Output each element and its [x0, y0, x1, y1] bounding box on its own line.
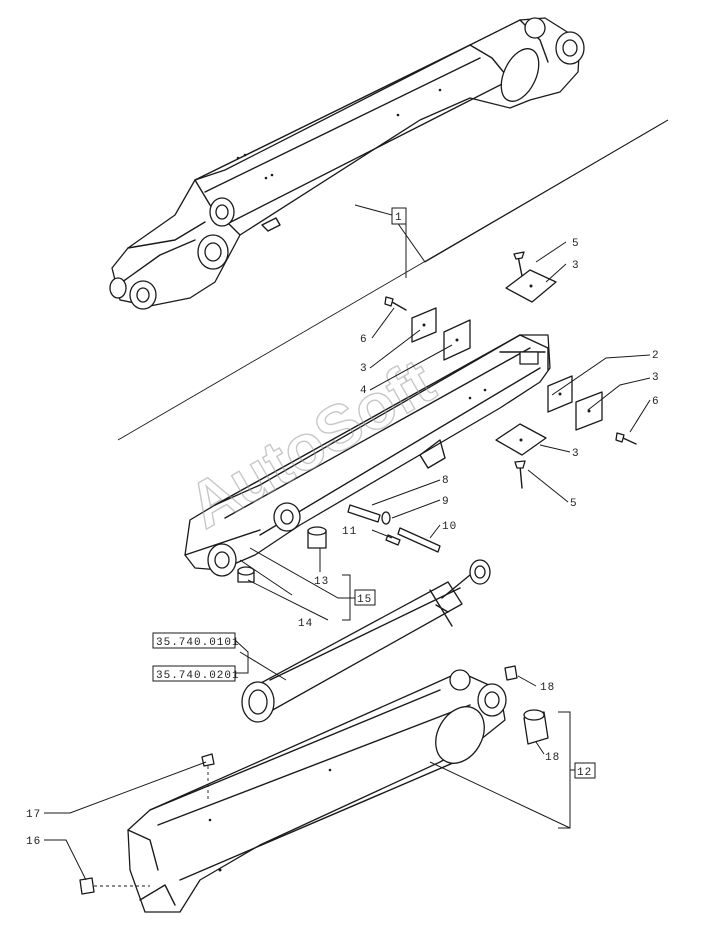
callout-3d: 3: [572, 448, 580, 460]
boom-assembly-top: [109, 17, 585, 310]
outer-boom-assembly: [127, 669, 549, 913]
screws: [384, 251, 637, 489]
callout-9: 9: [442, 496, 450, 508]
callout-1-label: 1: [395, 212, 403, 224]
callout-18a: 18: [540, 682, 555, 694]
callout-12: 12: [577, 767, 592, 779]
callout-12-box: [574, 762, 596, 779]
callout-15-box: [354, 589, 376, 606]
callout-6a: 6: [360, 334, 368, 346]
callout-5a: 5: [572, 238, 580, 250]
callout-14: 14: [298, 618, 313, 630]
callout-13: 13: [314, 576, 329, 588]
callout-17: 17: [26, 809, 41, 821]
leader-lines: [44, 241, 651, 881]
callout-10: 10: [442, 521, 457, 533]
callout-2: 2: [652, 350, 660, 362]
callout-18b: 18: [545, 752, 560, 764]
callout-1-box: [391, 207, 407, 225]
reference-1: 35.740.0101: [156, 637, 240, 649]
grease-fitting-16: [79, 877, 95, 895]
ring-9: [381, 511, 391, 525]
callout-6b: 6: [652, 396, 660, 408]
reference-2: 35.740.0201: [156, 670, 240, 682]
callout-16: 16: [26, 836, 41, 848]
callout-4: 4: [360, 385, 368, 397]
inner-boom-assembly: [184, 334, 551, 577]
callout-8: 8: [442, 475, 450, 487]
callout-15: 15: [357, 594, 372, 606]
grease-fitting-18: [504, 665, 518, 681]
callout-3c: 3: [652, 372, 660, 384]
callout-11: 11: [342, 526, 357, 538]
pin-8: [347, 504, 381, 523]
pins-bushings: [237, 504, 441, 583]
callout-1-leader: [354, 119, 669, 263]
hydraulic-cylinder: [241, 559, 491, 723]
pin-10: [397, 527, 441, 553]
callout-5b: 5: [570, 498, 578, 510]
grease-fitting-17: [201, 753, 215, 767]
callout-3b: 3: [360, 363, 368, 375]
callout-3a: 3: [572, 260, 580, 272]
